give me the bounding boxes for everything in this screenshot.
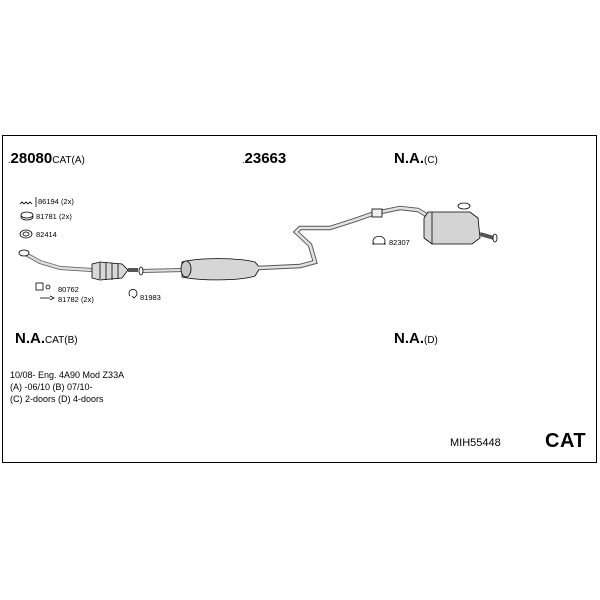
part-label-81782: 81782 (2x) — [58, 295, 94, 304]
part-label-80762: 80762 — [58, 285, 79, 294]
rear-pipe-with-silencer — [371, 202, 498, 245]
part-label-82414: 82414 — [36, 230, 57, 239]
clamp-icon-rear — [372, 235, 386, 245]
ref-middle-pipe: .23663 — [242, 150, 287, 167]
part-label-81781: 81781 (2x) — [36, 212, 72, 221]
brand-label: CAT — [545, 430, 587, 452]
note-engine: 10/08- Eng. 4A90 Mod Z33A — [10, 370, 125, 380]
nut-icon — [20, 211, 34, 221]
note-doors: (C) 2-doors (D) 4-doors — [10, 394, 104, 404]
kit-part-number: MIH55448 — [450, 437, 501, 449]
diagram-frame — [2, 135, 597, 463]
bracket-icon — [35, 282, 51, 291]
clamp-icon — [40, 295, 55, 301]
middle-pipe-with-silencer — [138, 211, 373, 281]
ref-rear-pipe: N.A.(C) — [394, 150, 438, 167]
part-label-86194: 86194 (2x) — [38, 197, 74, 206]
ref-front-pipe: .28080CAT(A) — [8, 150, 85, 167]
ref-alt-rear: N.A.(D) — [394, 330, 438, 347]
hanger-icon — [128, 288, 138, 299]
part-label-82307: 82307 — [389, 238, 410, 247]
front-pipe-with-catalyst — [18, 249, 138, 281]
note-dates: (A) -06/10 (B) 07/10- — [10, 382, 93, 392]
ref-alt-front: N.A.CAT(B) — [15, 330, 78, 347]
gasket-icon — [19, 229, 33, 239]
bolt-icon — [19, 197, 37, 207]
part-label-81983: 81983 — [140, 293, 161, 302]
